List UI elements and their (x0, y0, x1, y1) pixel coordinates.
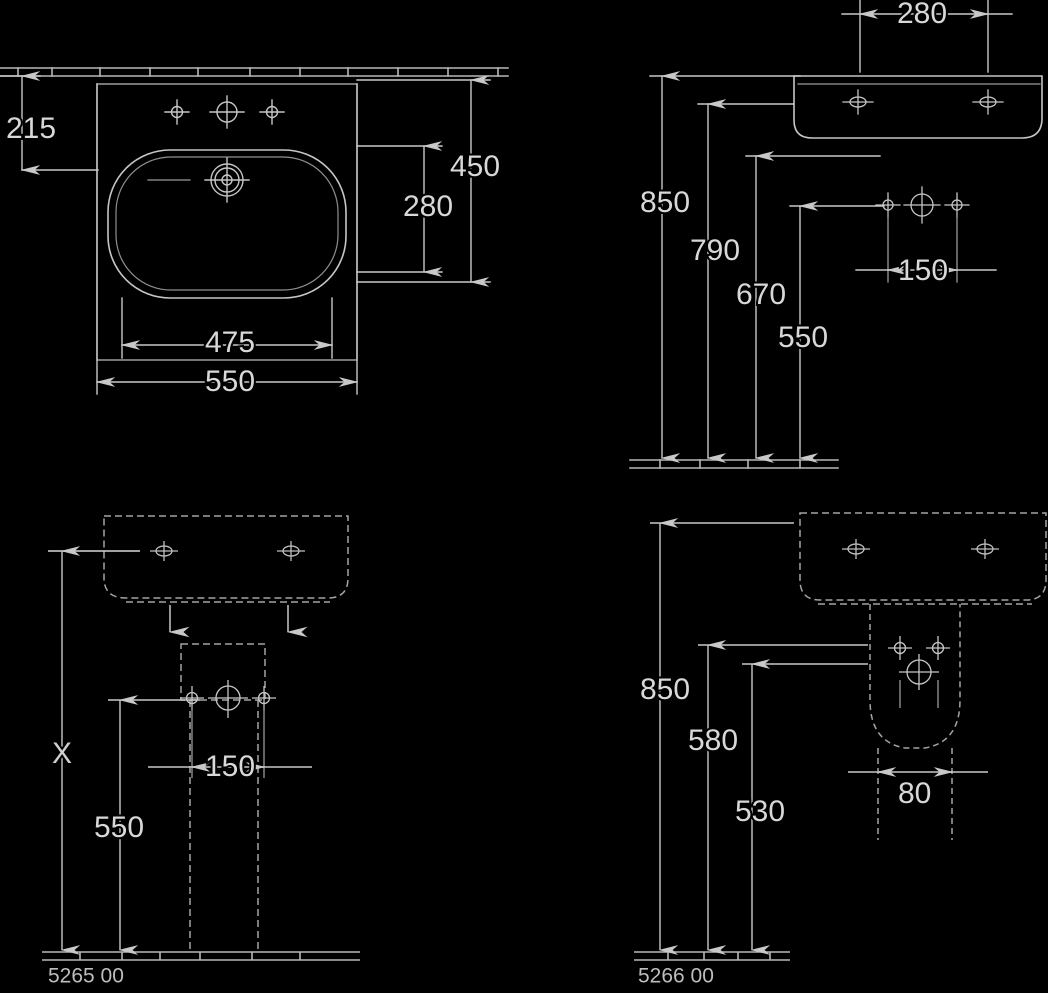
dim-section-580 (698, 640, 868, 955)
dim-label-plan-550: 550 (205, 365, 255, 398)
dim-label-side-670: 670 (736, 278, 786, 311)
pedestal-leader-arrows (168, 605, 308, 638)
dim-side-850 (649, 71, 801, 463)
trap-shroud-outline-section (869, 604, 961, 840)
basin-profile-section (799, 512, 1047, 605)
drain-outlet-plan-icon (204, 157, 250, 203)
side-elevation-view (629, 0, 1043, 469)
dim-section-530 (742, 659, 868, 955)
fixing-hole-left-icon (842, 89, 874, 115)
dim-label-rear-550: 550 (94, 811, 144, 844)
dim-label-rear-x: X (52, 737, 72, 770)
dim-label-side-550: 550 (778, 321, 828, 354)
dim-label-section-530: 530 (735, 795, 785, 828)
rear-hole-right-icon (277, 541, 305, 561)
section-connection-markers (888, 636, 950, 708)
dim-label-plan-475: 475 (205, 326, 255, 359)
tap-hole-center-icon (209, 95, 245, 129)
dim-plan-550 (95, 83, 359, 395)
dim-rear-550 (108, 695, 200, 955)
basin-bowl-plan (107, 149, 347, 299)
dim-side-280 (841, 0, 1013, 73)
dim-label-plan-280: 280 (403, 190, 453, 223)
section-hole-left-icon (842, 539, 870, 559)
dim-label-rear-150: 150 (205, 750, 255, 783)
tap-hole-right-icon (259, 99, 285, 125)
part-number-5265: 5265 00 (48, 964, 124, 987)
dim-plan-450 (356, 75, 491, 287)
pedestal-outline-rear (180, 643, 266, 952)
dim-side-790 (697, 99, 795, 463)
wall-fixing-holes-side (842, 89, 1004, 115)
dim-label-side-850: 850 (640, 186, 690, 219)
dim-plan-215 (0, 71, 99, 175)
fixing-hole-right-icon (972, 89, 1004, 115)
rear-elevation-view (42, 515, 360, 961)
tap-hole-group-plan (164, 95, 285, 129)
wall-hatch-band (0, 67, 509, 77)
bracket-hole-center-icon (903, 186, 941, 224)
dim-label-plan-450: 450 (450, 150, 500, 183)
dim-label-side-150: 150 (898, 254, 948, 287)
bracket-hole-right-icon (944, 192, 970, 218)
tap-hole-left-icon (164, 99, 190, 125)
dim-plan-280 (356, 141, 443, 277)
dim-label-section-580: 580 (688, 724, 738, 757)
dim-label-plan-215: 215 (6, 112, 56, 145)
section-view (634, 512, 1047, 961)
section-supply-left-icon (888, 636, 912, 660)
dim-label-section-850: 850 (640, 673, 690, 706)
section-hole-right-icon (971, 539, 999, 559)
section-supply-right-icon (926, 636, 950, 660)
dim-side-670 (745, 151, 881, 463)
rear-hole-left-icon (150, 541, 178, 561)
section-fixing-holes (842, 539, 999, 559)
dim-label-side-280: 280 (897, 0, 947, 30)
dim-section-850 (650, 518, 794, 955)
dim-label-section-80: 80 (898, 777, 931, 810)
waste-outlet-center-icon (208, 680, 248, 718)
dim-rear-x (48, 546, 140, 955)
basin-profile-rear (103, 515, 349, 603)
dim-label-side-790: 790 (690, 234, 740, 267)
section-waste-center-icon (899, 654, 939, 690)
dim-side-550 (789, 201, 885, 463)
dim-plan-475 (120, 297, 334, 359)
part-number-5266: 5266 00 (638, 964, 714, 987)
plan-view (0, 67, 509, 395)
basin-profile-side (793, 75, 1043, 139)
